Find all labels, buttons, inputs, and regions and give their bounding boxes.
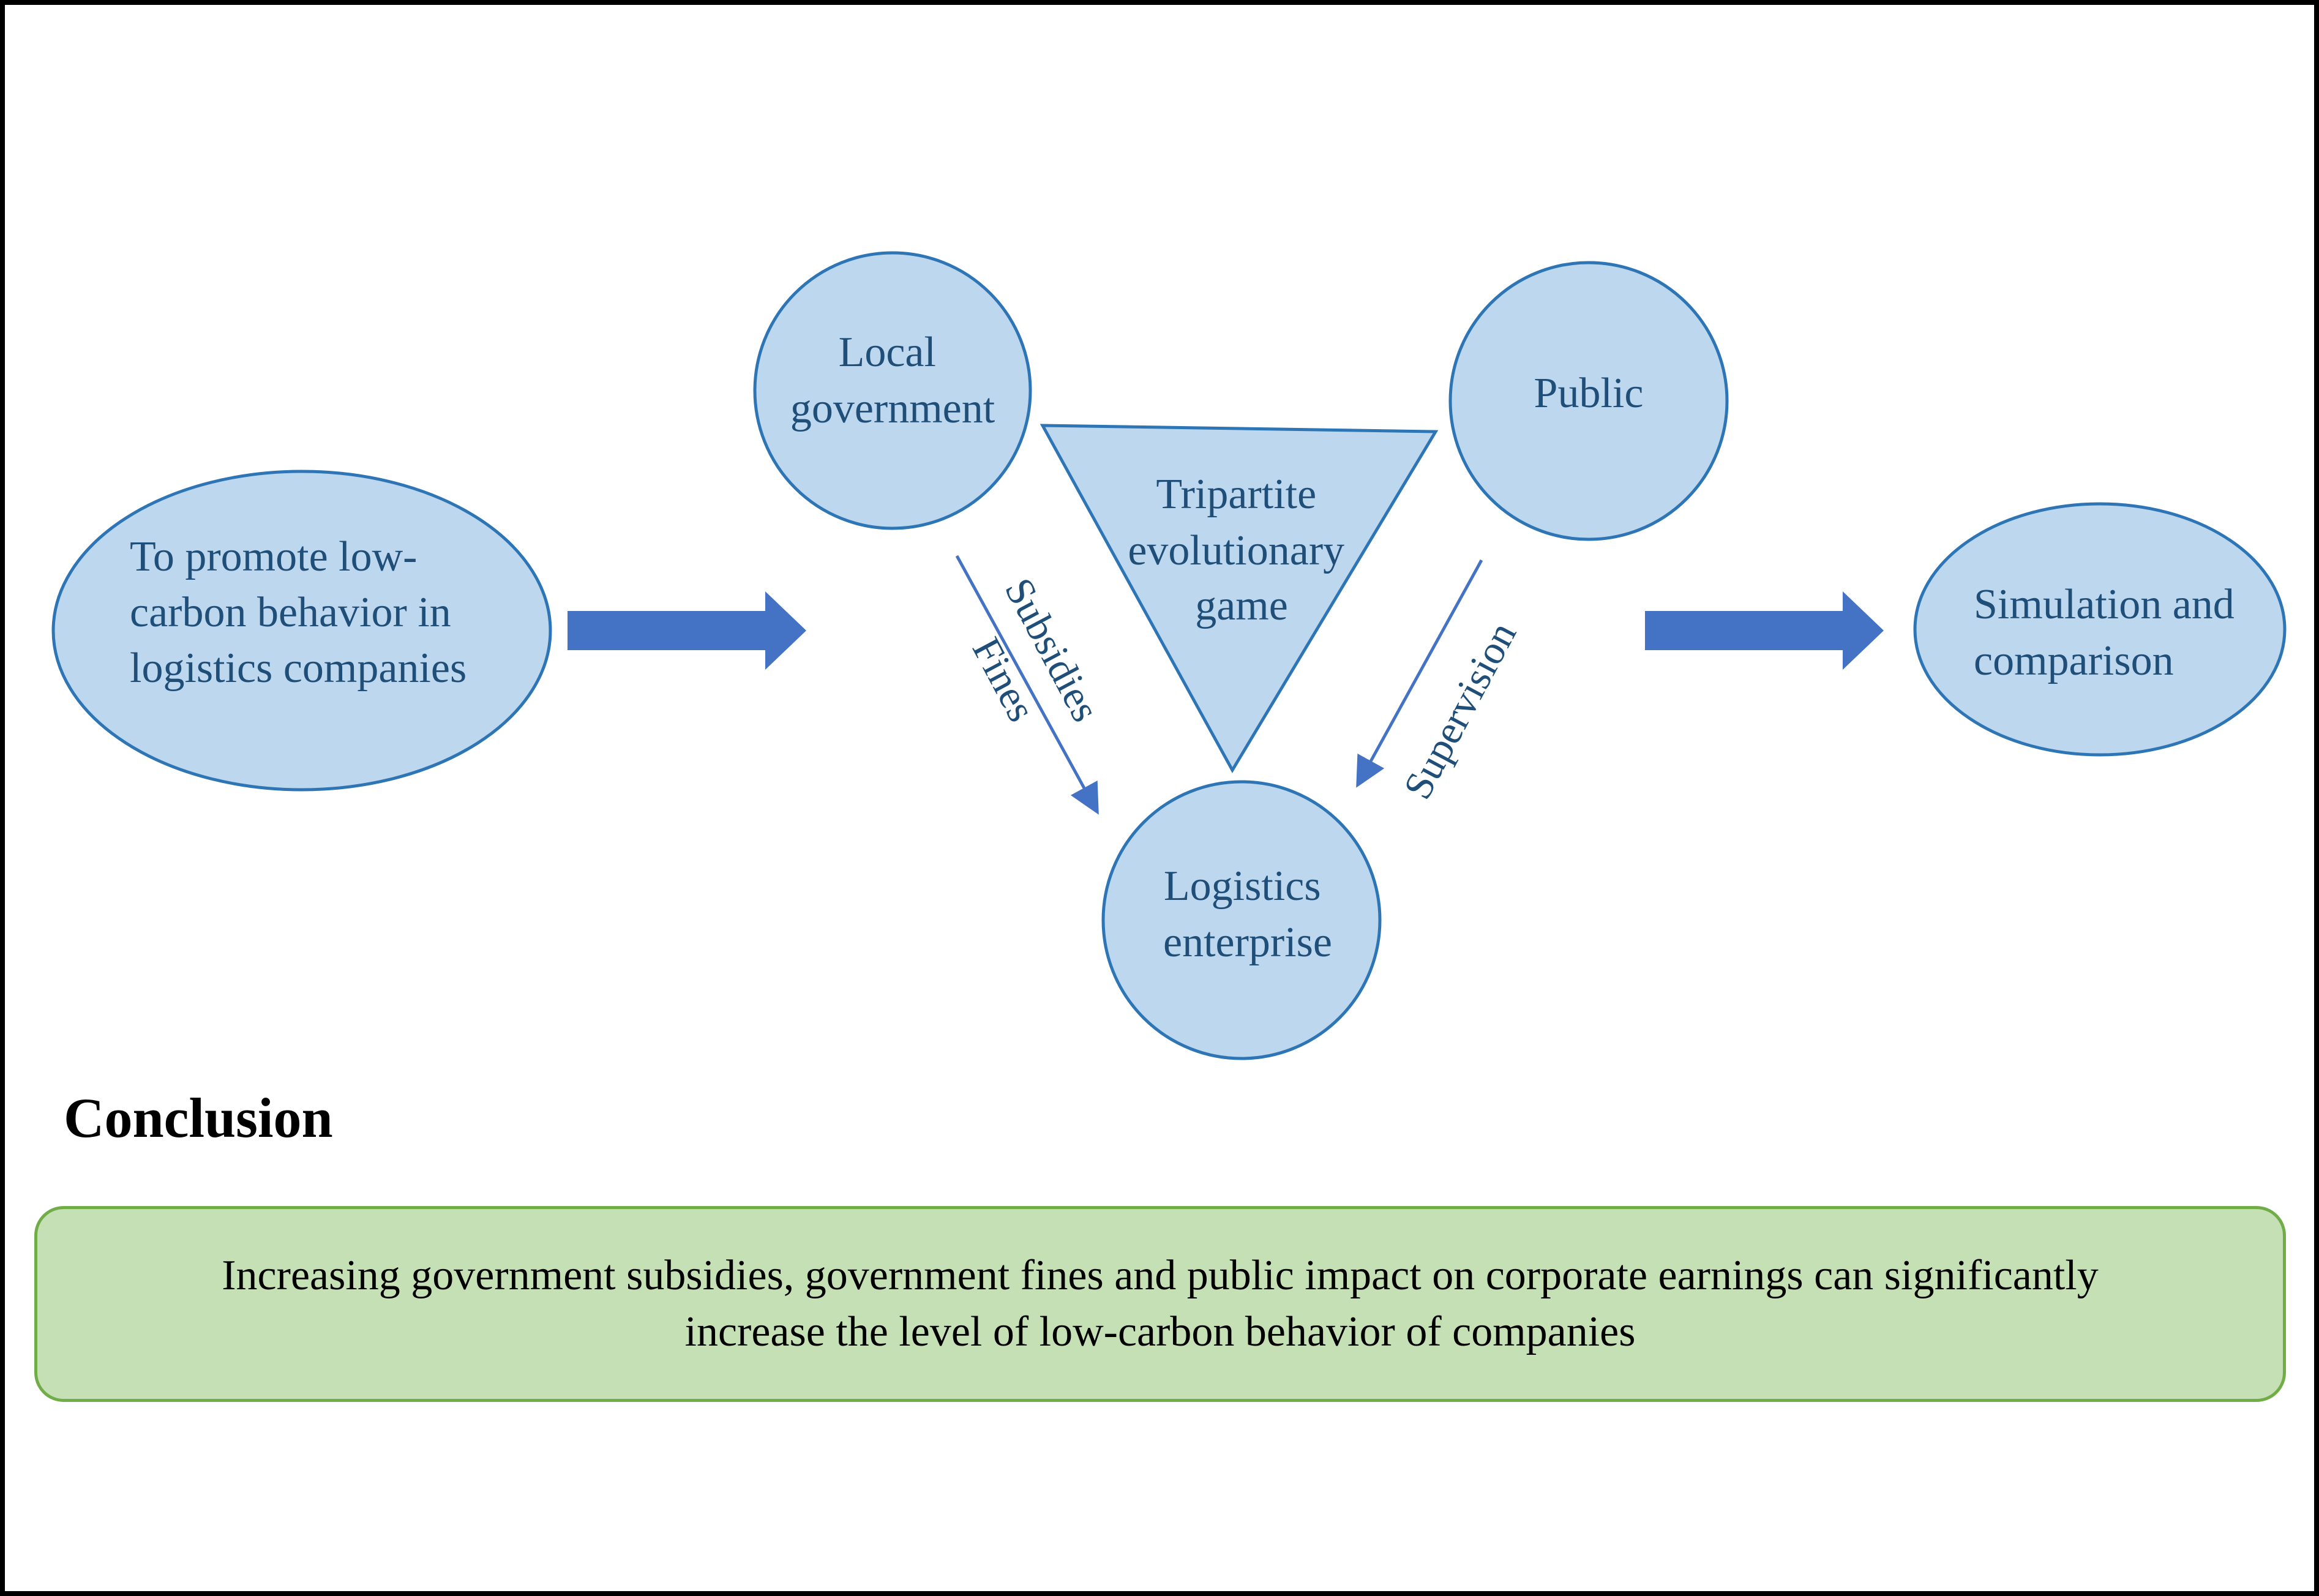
goal-node: To promote low- carbon behavior in logis… xyxy=(51,470,552,792)
enterprise-line-2: enterprise xyxy=(1163,919,1332,966)
svg-text:Local government: Local government xyxy=(790,329,995,432)
enterprise-line-1: Logistics xyxy=(1164,863,1321,910)
government-line-2: government xyxy=(790,385,995,432)
svg-text:Public: Public xyxy=(1534,370,1644,417)
tripartite-game-node: Tripartite evolutionary game xyxy=(1040,424,1439,774)
flow-arrow-right xyxy=(1645,591,1884,670)
government-line-1: Local xyxy=(839,329,936,376)
goal-line-2: carbon behavior in xyxy=(130,589,451,636)
simulation-line-1: Simulation and xyxy=(1974,581,2235,628)
local-government-node: Local government xyxy=(753,251,1032,530)
supervision-label: Supervision xyxy=(1395,615,1526,806)
logistics-enterprise-node: Logistics enterprise xyxy=(1101,780,1382,1060)
svg-text:Simulation and compariso: Simulation and comparison xyxy=(1974,581,2245,684)
game-line-3: game xyxy=(1195,582,1288,629)
subsidies-fines-arrow xyxy=(955,555,1099,815)
supervision-arrow xyxy=(1356,559,1483,788)
game-line-1: Tripartite xyxy=(1156,471,1316,518)
public-label: Public xyxy=(1534,370,1644,417)
simulation-node: Simulation and comparison xyxy=(1913,502,2287,757)
public-node: Public xyxy=(1448,261,1729,541)
svg-text:To promote low- carbon b: To promote low- carbon behavior in logis… xyxy=(130,533,466,692)
conclusion-line-2: increase the level of low-carbon behavio… xyxy=(684,1308,1636,1355)
flow-arrow-left xyxy=(568,591,806,670)
simulation-line-2: comparison xyxy=(1974,637,2174,684)
conclusion-heading: Conclusion xyxy=(64,1087,333,1149)
goal-line-3: logistics companies xyxy=(130,645,466,692)
conclusion-box: Increasing government subsidies, governm… xyxy=(34,1206,2286,1402)
svg-text:Tripartite evolutionary: Tripartite evolutionary game xyxy=(1128,471,1355,629)
svg-text:Logistics enterprise: Logistics enterprise xyxy=(1163,863,1332,966)
game-line-2: evolutionary xyxy=(1128,527,1344,574)
conclusion-line-1: Increasing government subsidies, governm… xyxy=(222,1252,2099,1299)
goal-line-1: To promote low- xyxy=(130,533,417,580)
